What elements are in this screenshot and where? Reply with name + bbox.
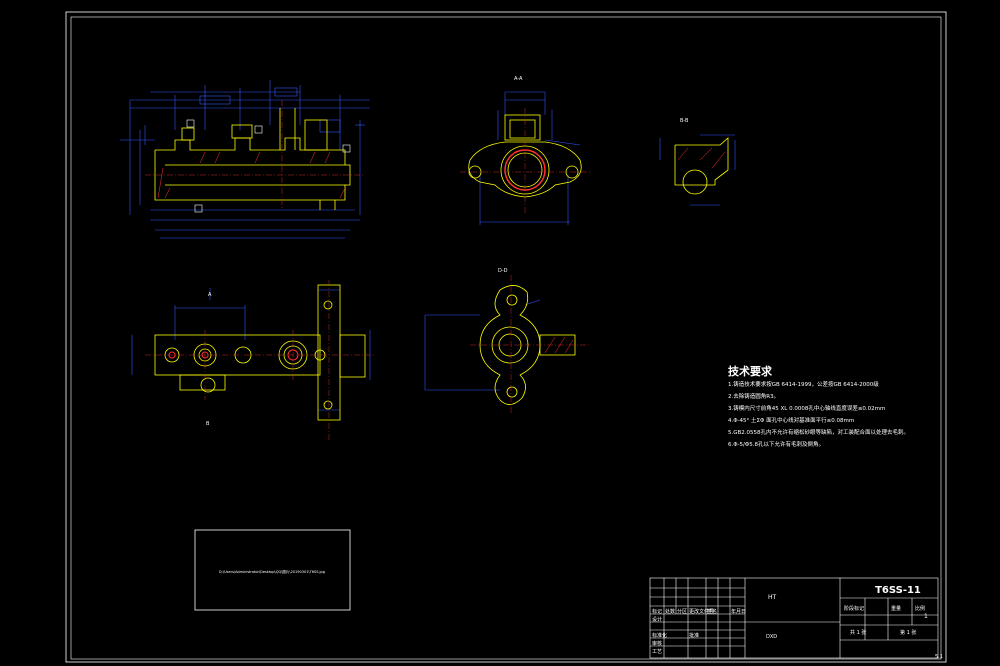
tb-col-header: 更改文件号: [689, 609, 715, 615]
main-section-view: [120, 80, 370, 239]
tb-approve-label: 批准: [689, 633, 700, 639]
inset-image-frame: [194, 529, 351, 611]
material-label: HT: [768, 594, 777, 601]
view-label-b: B-B: [680, 118, 689, 124]
tb-stage-header: 阶段标记: [844, 606, 865, 612]
sheet-number: 5.1: [935, 654, 943, 660]
drawing-code: T6SS-11: [875, 585, 921, 596]
section-mark-a: A: [208, 292, 212, 298]
bb-section-view: B-B: [659, 118, 736, 206]
inner-frame: [70, 16, 942, 660]
tech-req-item: 2.去除铸造圆角R3。: [728, 394, 780, 400]
tech-requirements-title: 技术要求: [728, 365, 772, 378]
title-block: [649, 577, 939, 659]
tb-col-header: 年月日: [731, 609, 747, 615]
tech-req-item: 4.Φ-45° 土ΣΦ 面孔中心线对基准面平行≤0.08mm: [728, 418, 855, 424]
tb-row-label: 审核: [652, 641, 663, 647]
tb-row-label: 工艺: [652, 649, 663, 655]
view-label-d: D-D: [498, 268, 508, 274]
tech-req-item: 6.Φ-5/Φ5.8孔以下允许有毛刺及倒角。: [728, 442, 824, 448]
dd-section-view: D-D: [424, 268, 590, 415]
tech-req-item: 5.GB2.0558孔内不允许有缩松砂眼等缺陷，对工装配合面以处理去毛刺。: [728, 430, 910, 436]
tb-col-header: 签名: [707, 609, 718, 615]
organization-label: DXD: [766, 634, 778, 640]
tech-req-item: 1.铸造技术要求按GB 6414-1999，公差按GB 6414-2000级: [728, 382, 879, 388]
tb-col-header: 处数: [665, 609, 676, 615]
tb-col-header: 分区: [677, 609, 688, 615]
tb-stage-header: 比例: [915, 606, 926, 612]
tb-stage-header: 重量: [891, 606, 902, 612]
flange-top-view: A-A: [460, 76, 590, 225]
tb-page: 第 1 张: [900, 630, 917, 636]
tb-std-label: 标准化: [652, 633, 668, 639]
tb-row-label: 设计: [652, 617, 663, 623]
outer-frame: [65, 11, 947, 663]
drawing-scale: 1: [924, 613, 928, 620]
view-label-a: A-A: [514, 76, 523, 82]
tech-req-item: 3.铸模内尺寸前角45 XL 0.0008孔中心轴线直度误差≤0.02mm: [728, 406, 886, 412]
tb-share: 共 1 张: [850, 630, 867, 636]
section-mark-b: B: [206, 421, 210, 427]
inset-image-caption: D:\Users\Administrator\Desktop\QQ\图片\201…: [219, 570, 325, 574]
plan-view: A B: [131, 280, 375, 440]
tb-col-header: 标记: [652, 609, 663, 615]
